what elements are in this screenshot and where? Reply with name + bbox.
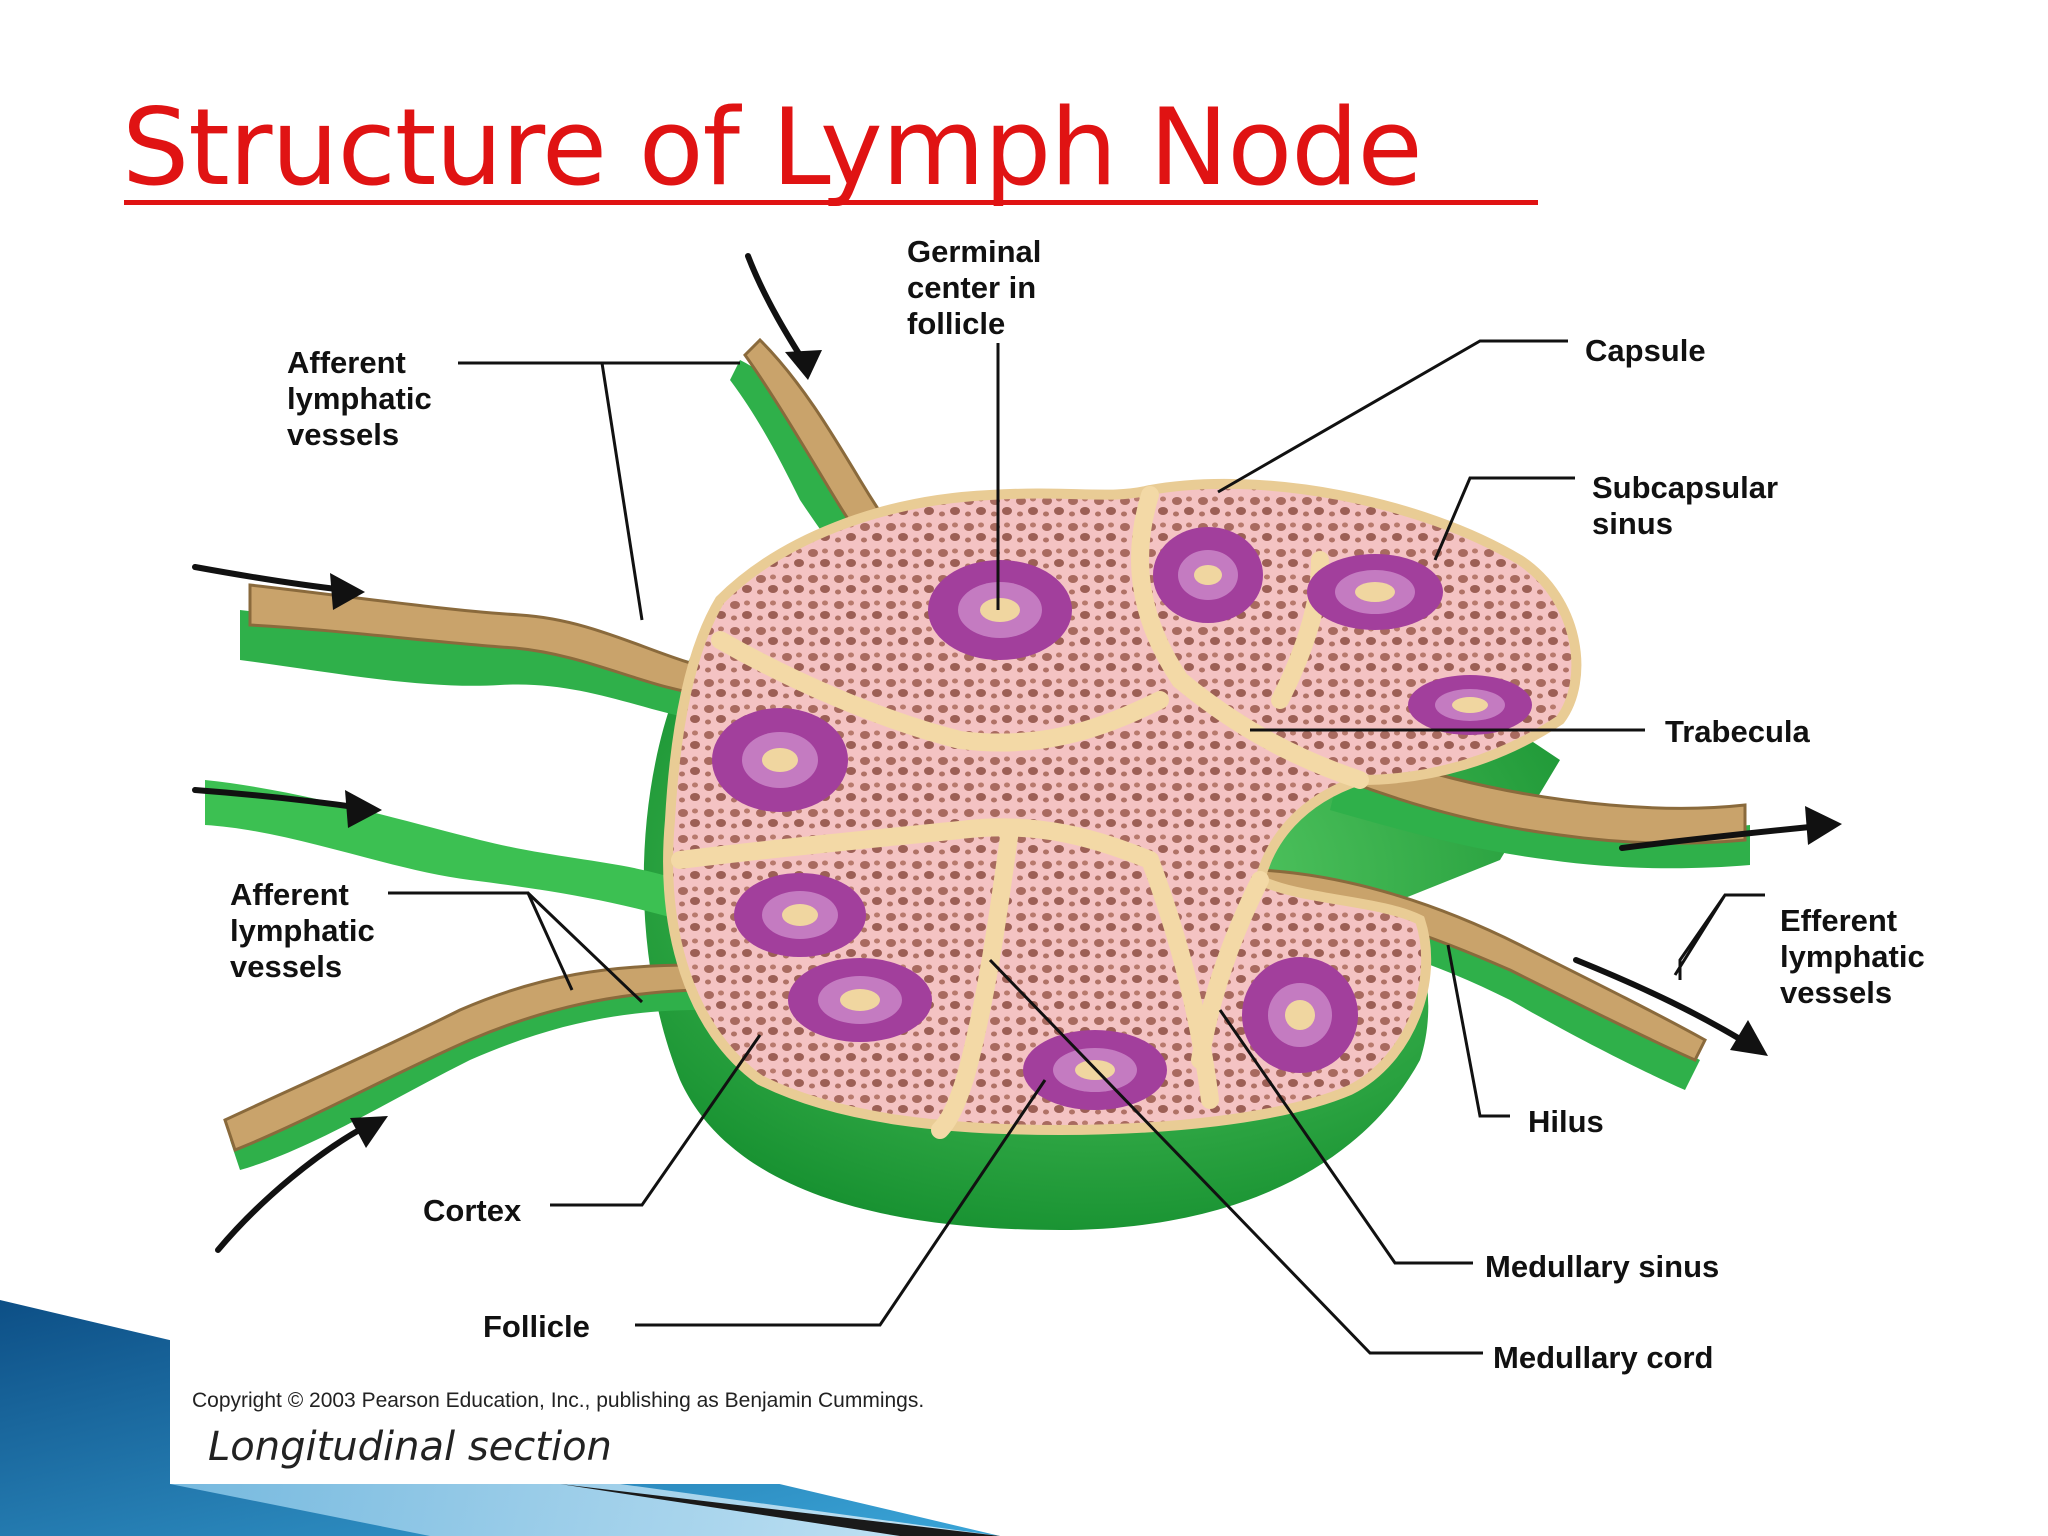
follicle-5 xyxy=(712,708,848,812)
label-cortex: Cortex xyxy=(423,1193,522,1228)
follicle-3 xyxy=(1307,554,1443,630)
label-germinal-center: Germinal center in follicle xyxy=(907,234,1042,341)
label-medullary-cord: Medullary cord xyxy=(1493,1340,1714,1375)
follicle-1 xyxy=(928,560,1072,660)
label-medullary-sinus: Medullary sinus xyxy=(1485,1249,1720,1284)
follicle-6 xyxy=(734,873,866,957)
follicle-4 xyxy=(1408,675,1532,735)
follicle-7 xyxy=(788,958,932,1042)
arrow-heads xyxy=(330,350,1842,1148)
label-efferent-vessels: Efferent lymphatic vessels xyxy=(1780,903,1925,1010)
label-afferent-bottom: Afferent lymphatic vessels xyxy=(230,877,375,984)
label-follicle: Follicle xyxy=(483,1309,590,1344)
follicle-2 xyxy=(1153,527,1263,623)
follicle-9 xyxy=(1242,957,1358,1073)
page-title: Structure of Lymph Node xyxy=(122,86,1423,209)
section-caption: Longitudinal section xyxy=(208,1424,612,1470)
title-underline xyxy=(124,200,1538,205)
label-trabecula: Trabecula xyxy=(1665,714,1810,749)
label-afferent-top: Afferent lymphatic vessels xyxy=(287,345,432,452)
follicles xyxy=(712,527,1532,1110)
leader-lines xyxy=(388,339,1765,1355)
label-subcapsular-sinus: Subcapsular sinus xyxy=(1592,470,1779,541)
label-capsule: Capsule xyxy=(1585,333,1706,368)
label-hilus: Hilus xyxy=(1528,1104,1604,1139)
copyright-notice: Copyright © 2003 Pearson Education, Inc.… xyxy=(192,1389,925,1412)
